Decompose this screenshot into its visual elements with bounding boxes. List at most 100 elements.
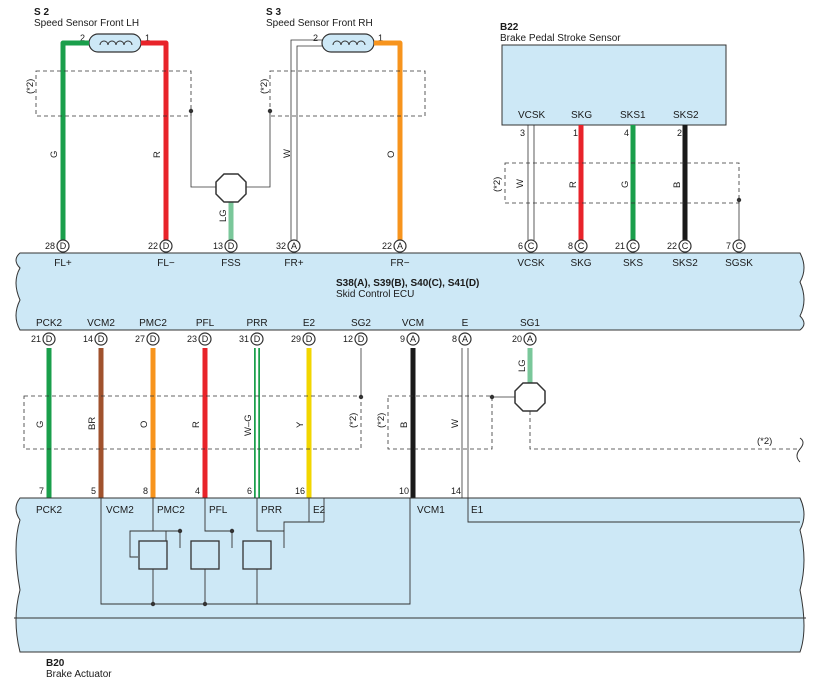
solenoid-icon-1: [138, 540, 168, 570]
wire-color-r-bottom: R: [191, 421, 202, 428]
shield-junction-icon-bottom: [514, 382, 546, 412]
b20-id: B20: [46, 658, 65, 669]
actuator-internal-wiring: [100, 498, 800, 605]
ecu-bottom-vcm2-connector-letter: D: [98, 334, 105, 344]
shield-drain-right: [244, 111, 271, 188]
wire-color-y: Y: [295, 421, 306, 428]
b20-name: Brake Actuator: [46, 669, 112, 680]
ecu-bottom-e-pin-label: E: [462, 318, 469, 329]
actuator-label-vcm1: VCM1: [417, 505, 445, 516]
ecu-top-fl-pin-number: 28: [45, 241, 55, 251]
ecu-top-fr-pin-label: FR−: [390, 258, 409, 269]
ecu-top-fr-pin-number: 32: [276, 241, 286, 251]
actuator-pin-7: 7: [39, 486, 44, 496]
ecu-top-sks2-pin-label: SKS2: [672, 258, 698, 269]
solenoid-icon-2: [190, 540, 220, 570]
b22-pin-4: 4: [624, 128, 629, 138]
wire-vcsk: [527, 125, 535, 240]
wire-color-b22-g: G: [620, 181, 631, 188]
ecu-top-fl-pin-label: FL−: [157, 258, 175, 269]
ecu-bottom-pmc2-pin-label: PMC2: [139, 318, 167, 329]
wire-color-o: O: [386, 151, 397, 158]
b22-name: Brake Pedal Stroke Sensor: [500, 33, 621, 44]
ecu-bottom-pck2-pin-number: 21: [31, 334, 41, 344]
ecu-connectors: S38(A), S39(B), S40(C), S41(D): [336, 278, 479, 289]
s3-pin-2: 2: [313, 33, 318, 43]
ecu-bottom-prr-pin-number: 31: [239, 334, 249, 344]
ecu-top-fl-connector-letter: D: [163, 241, 170, 251]
shield-box-actuator-right: [387, 395, 493, 450]
ecu-top-sks2-pin-number: 22: [667, 241, 677, 251]
ecu-bottom-pck2-terminal: D 21 PCK2: [31, 318, 63, 346]
shield-extension: [529, 411, 800, 450]
actuator-label-vcm2: VCM2: [106, 505, 134, 516]
b22-label-sks2: SKS2: [673, 110, 699, 121]
ecu-bottom-pck2-pin-label: PCK2: [36, 318, 63, 329]
ecu-bottom-e2-pin-number: 29: [291, 334, 301, 344]
ecu-box: [15, 252, 805, 331]
wire-fl-plus: [60, 40, 89, 240]
ecu-bottom-e-pin-number: 8: [452, 334, 457, 344]
ecu-top-sgsk-connector-letter: C: [736, 241, 743, 251]
ecu-bottom-e2-pin-label: E2: [303, 318, 316, 329]
shield-note-left: (*2): [348, 413, 359, 428]
ecu-top-vcsk-connector-letter: C: [528, 241, 535, 251]
ecu-top-fss-connector-letter: D: [228, 241, 235, 251]
ecu-bottom-sg1-pin-number: 20: [512, 334, 522, 344]
ecu-top-fr-pin-number: 22: [382, 241, 392, 251]
b22-label-sks1: SKS1: [620, 110, 646, 121]
ecu-bottom-e2-connector-letter: D: [306, 334, 313, 344]
ecu-bottom-pmc2-connector-letter: D: [150, 334, 157, 344]
wire-color-wg: W–G: [243, 414, 254, 436]
wire-color-b22-r: R: [568, 181, 579, 188]
b22-box: [501, 44, 727, 126]
shield-note-right: (*2): [376, 413, 387, 428]
shield-note-s2: (*2): [25, 79, 36, 94]
ecu-top-vcsk-pin-label: VCSK: [517, 258, 545, 269]
solenoid-icon-3: [242, 540, 272, 570]
ecu-top-skg-connector-letter: C: [578, 241, 585, 251]
ecu-bottom-vcm2-pin-number: 14: [83, 334, 93, 344]
b22-label-vcsk: VCSK: [518, 110, 546, 121]
b22-pin-1: 1: [573, 128, 578, 138]
wire-color-w: W: [282, 149, 293, 158]
ecu-bottom-pck2-connector-letter: D: [46, 334, 53, 344]
ecu-bottom-sg1-connector-letter: A: [527, 334, 533, 344]
actuator-label-prr: PRR: [261, 505, 282, 516]
shield-note-b22: (*2): [492, 177, 503, 192]
break-mark-icon: [796, 437, 804, 463]
s3-coil-icon: [321, 33, 375, 53]
actuator-label-e1: E1: [471, 505, 484, 516]
wire-color-o-bottom: O: [139, 421, 150, 428]
b22-pin-3: 3: [520, 128, 525, 138]
actuator-pin-16: 16: [295, 486, 305, 496]
ecu-bottom-sg2-pin-label: SG2: [351, 318, 371, 329]
shield-box-s2: [35, 70, 192, 117]
ecu-top-sks-connector-letter: C: [630, 241, 637, 251]
ecu-top-vcsk-pin-number: 6: [518, 241, 523, 251]
ecu-top-fss-pin-label: FSS: [221, 258, 241, 269]
b22-pin-2: 2: [677, 128, 682, 138]
ecu-top-fr-connector-letter: A: [291, 241, 297, 251]
s2-coil-icon: [88, 33, 142, 53]
ecu-top-skg-pin-number: 8: [568, 241, 573, 251]
ecu-top-fl-pin-number: 22: [148, 241, 158, 251]
ecu-bottom-vcm-pin-number: 9: [400, 334, 405, 344]
actuator-pin-14: 14: [451, 486, 461, 496]
ecu-bottom-e-connector-letter: A: [462, 334, 468, 344]
wire-color-g-bottom: G: [35, 421, 46, 428]
ecu-bottom-sg2-pin-number: 12: [343, 334, 353, 344]
